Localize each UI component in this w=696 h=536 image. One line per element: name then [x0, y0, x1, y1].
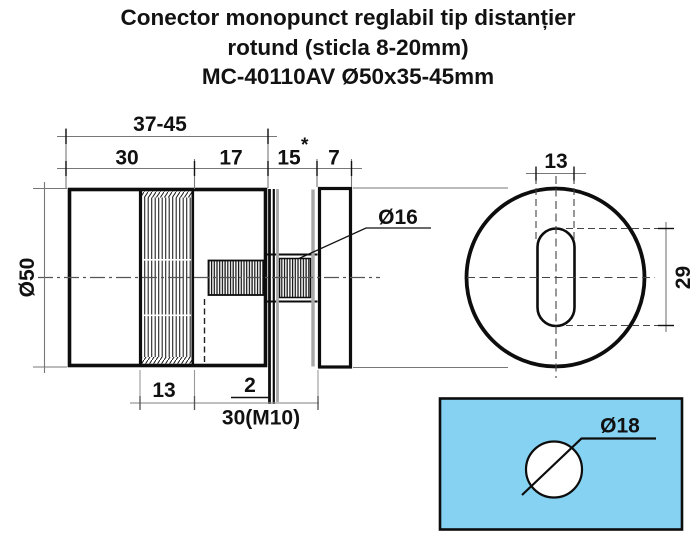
title-block: Conector monopunct reglabil tip distanți… [0, 3, 696, 92]
dim-label-diameter: Ø50 [16, 258, 39, 298]
dim-label-hole: Ø18 [600, 415, 640, 438]
dim-label-thread: 30(M10) [222, 407, 300, 430]
dim-label-glass: 15 [277, 147, 301, 170]
dim-label-gap: 2 [244, 374, 256, 397]
knurl-break-1 [142, 259, 192, 261]
dim-label-cap: 7 [328, 147, 340, 170]
dim-label-glass-asterisk: * [301, 135, 309, 156]
leader-line [298, 227, 431, 260]
dim-label-slot-height: 29 [672, 266, 695, 289]
dim-label-thread-dia: Ø16 [378, 206, 418, 229]
side-view [38, 186, 508, 404]
dim-label-slot-width: 13 [544, 150, 567, 173]
knurl-hatch-top [141, 191, 193, 198]
leader-line [521, 437, 656, 496]
knurl-break-2 [142, 314, 192, 317]
dim-label-mid: 17 [219, 147, 242, 170]
dim-label-overall: 37-45 [133, 113, 187, 136]
dim-label-knurl: 13 [152, 379, 175, 402]
title-line-3: MC-40110AV Ø50x35-45mm [201, 64, 495, 89]
title-line-2: rotund (sticla 8-20mm) [227, 34, 469, 60]
front-view: 13 29 [464, 150, 695, 378]
bottom-dimensions: 13 30(M10) 2 [130, 370, 319, 430]
thread-dia-callout: Ø16 [298, 206, 431, 260]
glass-hole-detail: Ø18 [438, 397, 684, 531]
diameter-dimension: Ø50 [16, 182, 67, 373]
dim-label-body: 30 [115, 147, 138, 170]
title-line-1: Conector monopunct reglabil tip distanți… [120, 5, 576, 30]
top-dimensions: 37-45 30 17 15 * 7 [57, 113, 362, 189]
glass-hole-circle [524, 440, 584, 499]
knurl-hatch-bottom [141, 357, 193, 364]
